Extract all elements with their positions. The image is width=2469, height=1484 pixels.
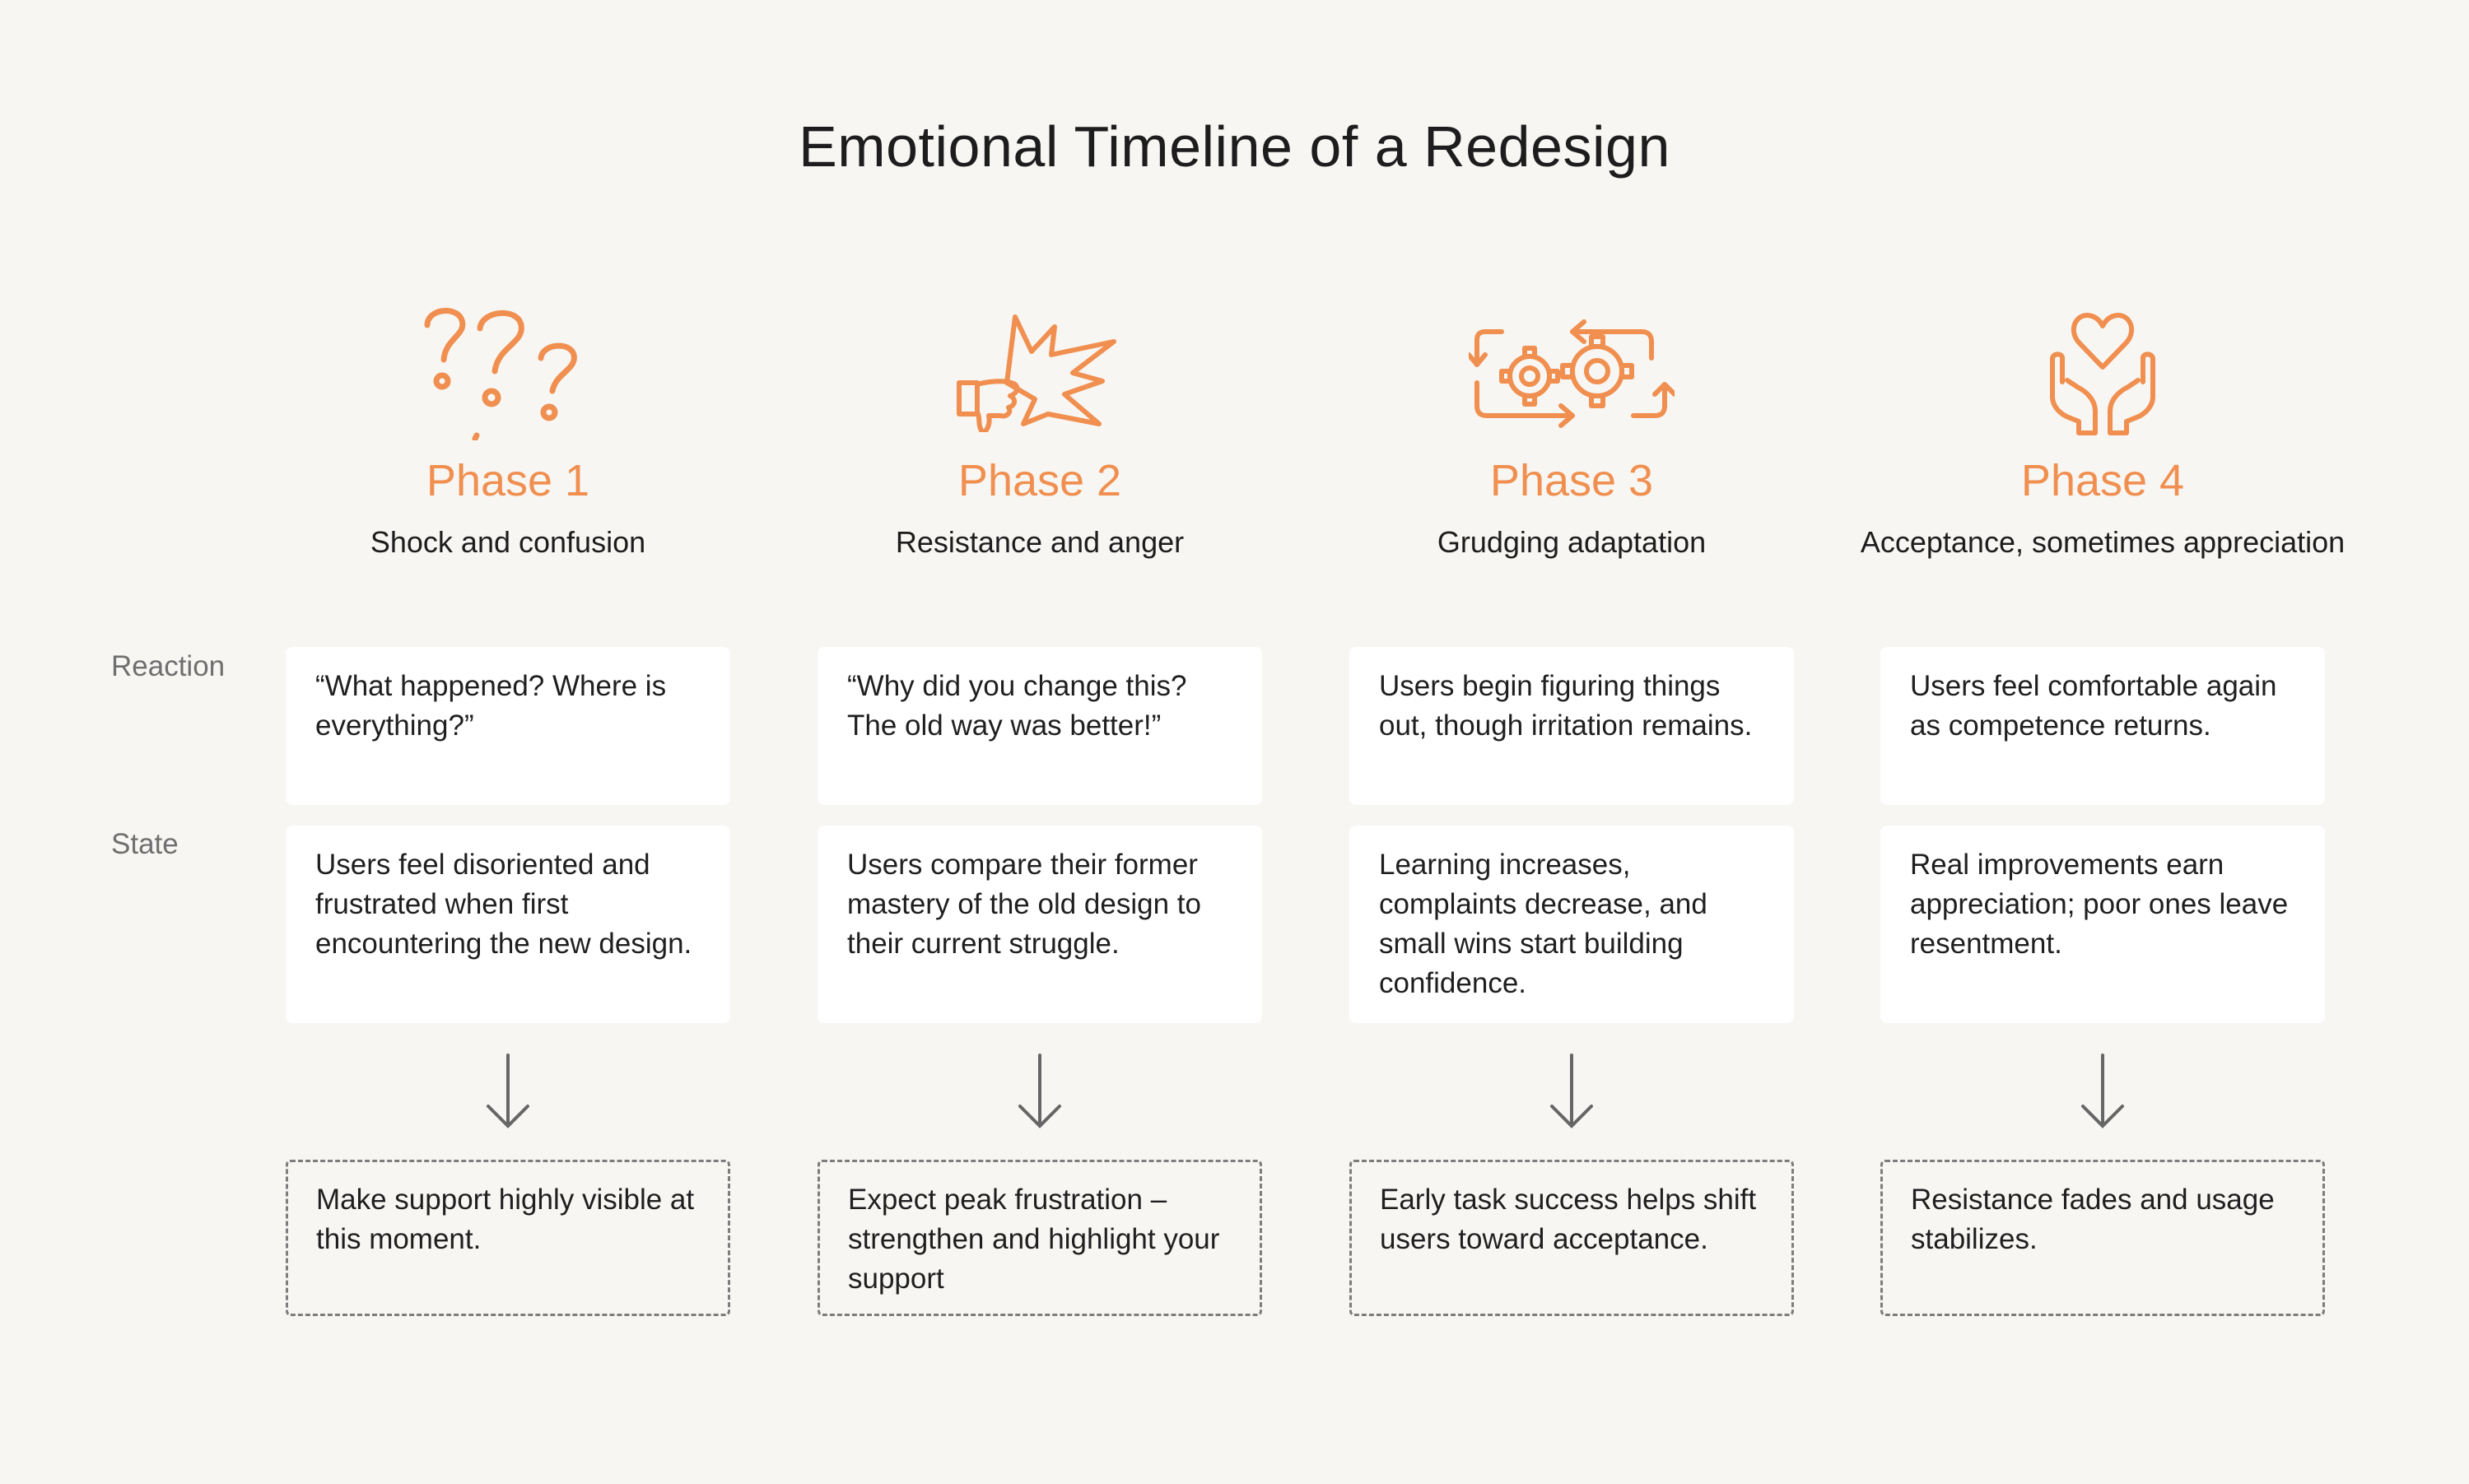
phase-label: Phase 3 (1489, 456, 1654, 505)
phase-column-2: Phase 2 Resistance and anger “Why did yo… (818, 0, 1262, 1484)
reaction-card: Users feel comfortable again as competen… (1880, 647, 2325, 805)
phase-subtitle: Resistance and anger (895, 525, 1185, 559)
heart-hands-icon (1880, 300, 2325, 440)
state-card: Users compare their former mastery of th… (818, 826, 1262, 1023)
reaction-card: “Why did you change this? The old way wa… (818, 647, 1262, 805)
arrow-down-icon (487, 1054, 529, 1128)
phase-column-4: Phase 4 Acceptance, sometimes appreciati… (1861, 0, 2345, 1484)
phase-subtitle: Shock and confusion (370, 525, 646, 559)
row-label-reaction: Reaction (111, 650, 226, 682)
phase-subtitle: Grudging adaptation (1437, 525, 1707, 559)
state-card: Real improvements earn appreciation; poo… (1880, 826, 2325, 1023)
arrow-down-icon (1018, 1054, 1061, 1128)
arrow-down-icon (1550, 1054, 1593, 1128)
state-card: Learning increases, complaints decrease,… (1349, 826, 1794, 1023)
reaction-card: “What happened? Where is everything?” (286, 647, 730, 805)
tip-box: Expect peak frustration – strengthen and… (818, 1160, 1262, 1316)
phase-label: Phase 2 (957, 456, 1122, 505)
phase-subtitle: Acceptance, sometimes appreciation (1860, 525, 2346, 559)
question-marks-icon (286, 300, 730, 440)
tip-box: Early task success helps shift users tow… (1349, 1160, 1794, 1316)
phase-label: Phase 1 (426, 456, 590, 505)
phase-label: Phase 4 (2020, 456, 2185, 505)
tip-box: Resistance fades and usage stabilizes. (1880, 1160, 2325, 1316)
phase-column-1: Phase 1 Shock and confusion “What happen… (286, 0, 730, 1484)
arrow-down-icon (2081, 1054, 2124, 1128)
tip-box: Make support highly visible at this mome… (286, 1160, 730, 1316)
diagram-title: Emotional Timeline of a Redesign (799, 114, 1670, 179)
phase-column-3: Phase 3 Grudging adaptation Users begin … (1349, 0, 1794, 1484)
reaction-card: Users begin figuring things out, though … (1349, 647, 1794, 805)
state-card: Users feel disoriented and frustrated wh… (286, 826, 730, 1023)
gears-cycle-icon (1349, 300, 1794, 440)
row-label-state: State (111, 828, 179, 860)
thumbs-down-burst-icon (818, 300, 1262, 440)
